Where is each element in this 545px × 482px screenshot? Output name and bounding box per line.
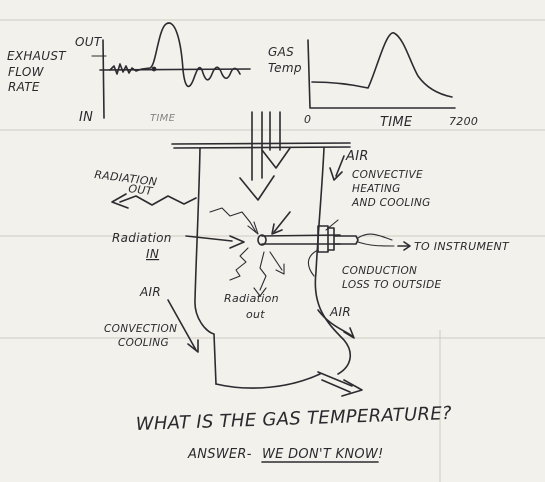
label-conduction: CONDUCTION: [342, 265, 417, 277]
radiation-out-arrowhead: [111, 193, 129, 209]
label-air-left: AIR: [139, 285, 161, 299]
label-convection: CONVECTION: [104, 323, 177, 335]
label-radiation-out-mid: Radiation: [224, 292, 279, 305]
exhaust-flow-chart: EXHAUST FLOW RATE OUT IN TIME: [7, 22, 251, 125]
radiation-in-line: [185, 235, 233, 242]
gas-shaft-left: [251, 111, 263, 181]
heat-transfer-arrows: [111, 155, 411, 397]
air-left-arrow: [167, 299, 197, 351]
gas-arrowhead-right: [261, 147, 291, 169]
temp-axis-zero: 0: [304, 113, 311, 126]
radiation-down-right-arrowhead: [275, 263, 285, 275]
exhaust-duct: [171, 142, 351, 389]
air-right-arrowhead: [343, 327, 355, 339]
flow-curve-dot: [151, 66, 157, 72]
answer-prefix: ANSWER-: [187, 447, 252, 462]
conduction-pointer: [307, 249, 319, 277]
incoming-gas-arrows: [239, 111, 291, 201]
label-radiation-out-mid-2: out: [246, 308, 265, 321]
gas-temp-chart: GAS Temp 0 TIME 7200: [268, 32, 478, 130]
flow-axis-in: IN: [79, 110, 93, 125]
temp-label-temp: Temp: [268, 61, 302, 75]
radiation-wave-down-left: [229, 247, 249, 281]
thermocouple-probe: [257, 225, 395, 253]
duct-exit-lip: [215, 373, 321, 389]
label-cooling: COOLING: [118, 337, 169, 349]
label-air-top: AIR: [345, 149, 369, 164]
gas-temp-curve: [311, 32, 453, 98]
probe-fitting-nut: [327, 227, 335, 251]
temp-label-gas: GAS: [268, 45, 294, 59]
convective-pointer: [273, 211, 291, 233]
temp-axis-end: 7200: [449, 115, 478, 128]
probe-fitting: [317, 225, 329, 253]
radiation-down-arrowhead: [253, 287, 267, 297]
radiation-in-arrowhead: [247, 221, 259, 235]
temp-axes: [307, 39, 456, 109]
gas-shaft-right: [269, 111, 281, 151]
label-air-right: AIR: [329, 305, 351, 319]
label-to-instrument: TO INSTRUMENT: [414, 240, 510, 253]
probe-sheath: [261, 234, 341, 245]
flow-label-flow: FLOW: [8, 65, 45, 79]
probe-tip: [257, 234, 267, 246]
duct-labels: AIR RADIATION OUT CONVECTIVE HEATING AND…: [94, 149, 510, 349]
label-convective: CONVECTIVE: [352, 169, 423, 181]
duct-right-wall: [314, 147, 351, 375]
air-left-arrowhead: [187, 339, 199, 353]
gas-arrowhead-left: [239, 175, 275, 201]
radiation-in-wave: [209, 207, 257, 233]
convective-fitting-pointer: [325, 219, 339, 231]
duct-left-wall: [194, 147, 217, 385]
answer-text: WE DON'T KNOW!: [262, 447, 384, 462]
probe-head: [333, 235, 359, 245]
radiation-wave-down: [259, 251, 267, 291]
label-radiation-in-2: IN: [146, 247, 159, 261]
question-text: WHAT IS THE GAS TEMPERATURE?: [135, 403, 452, 435]
label-radiation-out-top-2: OUT: [128, 182, 155, 198]
radiation-out-wave: [119, 195, 197, 206]
flow-y-axis: [102, 39, 105, 119]
flow-zero-line: [99, 68, 251, 71]
radiation-down-right-line: [269, 251, 283, 271]
duct-top-flange: [171, 142, 351, 145]
flow-axis-out: OUT: [75, 35, 103, 49]
flow-label-rate: RATE: [8, 80, 40, 94]
flow-rate-curve: [109, 22, 241, 88]
label-and-cooling: AND COOLING: [351, 197, 431, 209]
label-radiation-in: Radiation: [112, 231, 172, 245]
label-loss-to-outside: LOSS TO OUTSIDE: [342, 279, 442, 291]
convective-pointer-head: [271, 223, 283, 235]
air-right-arrow: [317, 309, 353, 337]
radiation-in-arrowhead-2: [229, 235, 245, 249]
air-top-arrowhead: [329, 167, 343, 181]
lead-wires: [357, 233, 395, 247]
exit-flow-arrowhead: [341, 379, 363, 397]
question-block: WHAT IS THE GAS TEMPERATURE? ANSWER- WE …: [135, 403, 452, 463]
air-top-arrow: [335, 155, 345, 177]
temp-axis-time: TIME: [380, 115, 413, 130]
exit-flow-arrow: [317, 371, 353, 393]
flow-axis-time: TIME: [150, 113, 176, 124]
label-heating: HEATING: [352, 183, 401, 195]
instrument-arrowhead: [403, 241, 411, 251]
flow-label-exhaust: EXHAUST: [7, 49, 67, 63]
